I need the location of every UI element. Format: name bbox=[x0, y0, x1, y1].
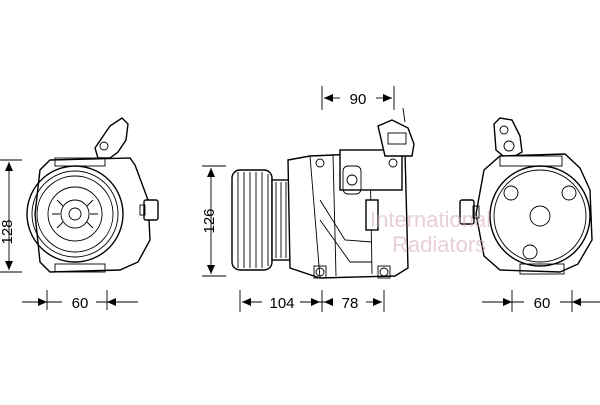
front-height-label: 128 bbox=[0, 219, 16, 244]
front-width-dimension bbox=[22, 290, 138, 310]
watermark: International Radiators bbox=[370, 207, 491, 257]
side-right-label: 78 bbox=[342, 295, 359, 312]
rear-width-dimension bbox=[482, 290, 600, 312]
side-height-dimension bbox=[202, 165, 226, 277]
side-height-label: 126 bbox=[201, 208, 218, 233]
rear-width-label: 60 bbox=[534, 295, 551, 312]
side-top-label: 90 bbox=[350, 91, 367, 108]
side-view bbox=[231, 107, 415, 279]
front-height-dimension bbox=[0, 159, 22, 273]
watermark-line-1: International bbox=[370, 207, 491, 232]
side-left-label: 104 bbox=[269, 295, 294, 312]
rear-view bbox=[459, 117, 593, 275]
watermark-line-2: Radiators bbox=[392, 232, 486, 257]
front-width-label: 60 bbox=[72, 295, 89, 312]
front-view bbox=[26, 117, 159, 273]
side-top-dimension bbox=[321, 86, 395, 110]
side-bottom-dimension bbox=[239, 290, 385, 312]
